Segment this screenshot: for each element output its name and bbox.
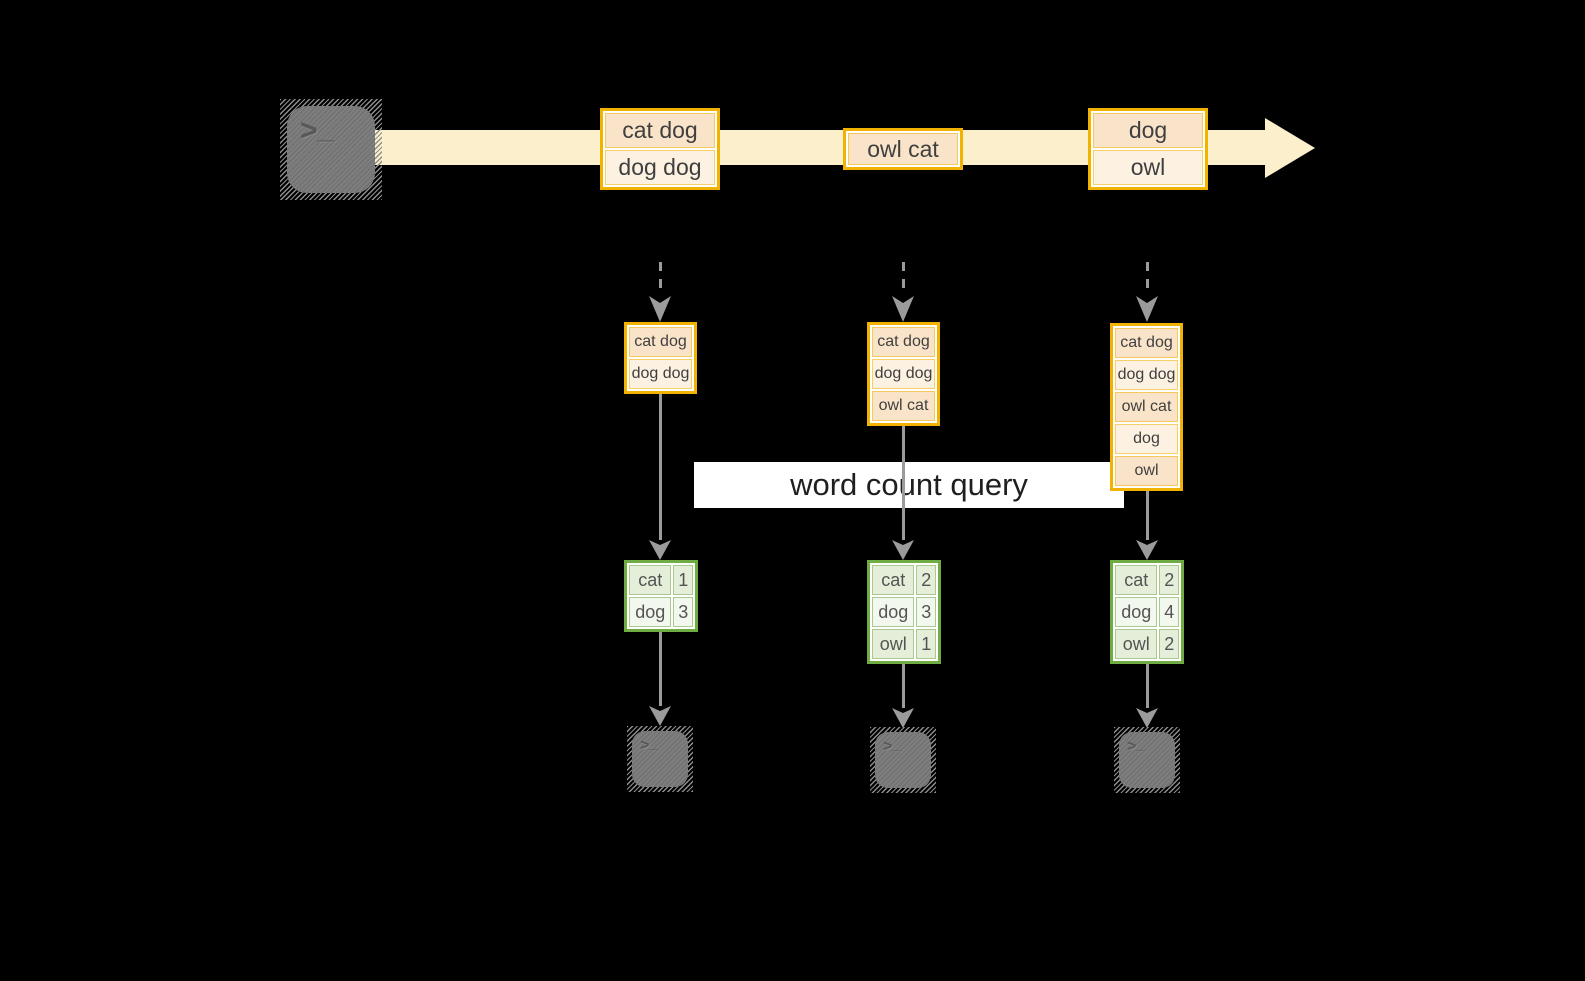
dashed-arrow-line xyxy=(1146,262,1149,296)
word-cell: cat xyxy=(1115,565,1158,595)
flow-arrow-head xyxy=(649,540,671,560)
state-record: dog dog xyxy=(629,359,692,389)
terminal-window: >_ xyxy=(1119,732,1175,788)
sink-arrow-head xyxy=(892,708,914,728)
state-record: dog dog xyxy=(872,359,935,389)
batch-record: cat dog xyxy=(605,113,715,148)
word-cell: dog xyxy=(629,597,672,627)
word-cell: cat xyxy=(872,565,915,595)
count-cell: 1 xyxy=(916,629,936,659)
dashed-arrow-head xyxy=(892,296,914,322)
prompt-chevron: > xyxy=(640,737,650,754)
prompt-chevron: > xyxy=(1127,738,1137,755)
flow-arrow-line xyxy=(1146,481,1149,540)
word-cell: cat xyxy=(629,565,672,595)
flow-arrow-head xyxy=(892,540,914,560)
dashed-arrow-head xyxy=(649,296,671,322)
prompt-chevron: > xyxy=(883,738,893,755)
state-record: owl cat xyxy=(872,391,935,421)
word-count-table-2: cat 2 dog 3 owl 1 xyxy=(867,560,941,664)
count-cell: 3 xyxy=(673,597,693,627)
word-count-table-1: cat 1 dog 3 xyxy=(624,560,698,632)
word-cell: dog xyxy=(1115,597,1158,627)
state-record: dog dog xyxy=(1115,360,1178,390)
stream-batch-1: cat dog dog dog xyxy=(600,108,720,190)
sink-arrow-head xyxy=(649,706,671,726)
word-cell: owl xyxy=(1115,629,1158,659)
dashed-arrow-line xyxy=(659,262,662,296)
dashed-arrow-head xyxy=(1136,296,1158,322)
count-cell: 2 xyxy=(1159,629,1179,659)
dashed-arrow-line xyxy=(902,262,905,296)
state-buffer-3: cat dog dog dog owl cat dog owl xyxy=(1110,323,1183,491)
sink-terminal-icon-1: >_ xyxy=(627,726,693,792)
sink-terminal-icon-2: >_ xyxy=(870,727,936,793)
prompt-underscore: _ xyxy=(649,735,659,752)
prompt-underscore: _ xyxy=(317,112,335,145)
terminal-window: >_ xyxy=(632,731,688,787)
sink-terminal-icon-3: >_ xyxy=(1114,727,1180,793)
flow-arrow-line xyxy=(902,420,905,540)
state-buffer-1: cat dog dog dog xyxy=(624,322,697,394)
terminal-prompt-icon: >_ xyxy=(1127,736,1146,755)
source-terminal-icon: >_ xyxy=(280,99,382,200)
stream-arrowhead xyxy=(1265,118,1315,178)
terminal-prompt-icon: >_ xyxy=(640,735,659,754)
state-record: cat dog xyxy=(1115,328,1178,358)
terminal-window: >_ xyxy=(875,732,931,788)
word-cell: owl xyxy=(872,629,915,659)
sink-arrow-line xyxy=(902,658,905,708)
count-cell: 3 xyxy=(916,597,936,627)
batch-record: dog xyxy=(1093,113,1203,148)
stream-batch-3: dog owl xyxy=(1088,108,1208,190)
batch-record: owl cat xyxy=(848,133,958,165)
count-cell: 4 xyxy=(1159,597,1179,627)
state-record: cat dog xyxy=(629,327,692,357)
prompt-chevron: > xyxy=(300,114,318,147)
state-buffer-2: cat dog dog dog owl cat xyxy=(867,322,940,426)
sink-arrow-head xyxy=(1136,708,1158,728)
terminal-window: >_ xyxy=(287,106,375,193)
count-cell: 1 xyxy=(673,565,693,595)
query-label: word count query xyxy=(694,462,1124,508)
batch-record: owl xyxy=(1093,150,1203,185)
word-count-table-3: cat 2 dog 4 owl 2 xyxy=(1110,560,1184,664)
prompt-underscore: _ xyxy=(892,736,902,753)
stream-batch-2: owl cat xyxy=(843,128,963,170)
count-cell: 2 xyxy=(1159,565,1179,595)
prompt-underscore: _ xyxy=(1136,736,1146,753)
word-cell: dog xyxy=(872,597,915,627)
state-record: owl xyxy=(1115,456,1178,486)
sink-arrow-line xyxy=(1146,658,1149,708)
state-record: owl cat xyxy=(1115,392,1178,422)
batch-record: dog dog xyxy=(605,150,715,185)
terminal-prompt-icon: >_ xyxy=(300,112,335,147)
query-label-text: word count query xyxy=(790,467,1028,502)
count-cell: 2 xyxy=(916,565,936,595)
terminal-prompt-icon: >_ xyxy=(883,736,902,755)
sink-arrow-line xyxy=(659,628,662,706)
state-record: dog xyxy=(1115,424,1178,454)
flow-arrow-head xyxy=(1136,540,1158,560)
state-record: cat dog xyxy=(872,327,935,357)
flow-arrow-line xyxy=(659,390,662,540)
